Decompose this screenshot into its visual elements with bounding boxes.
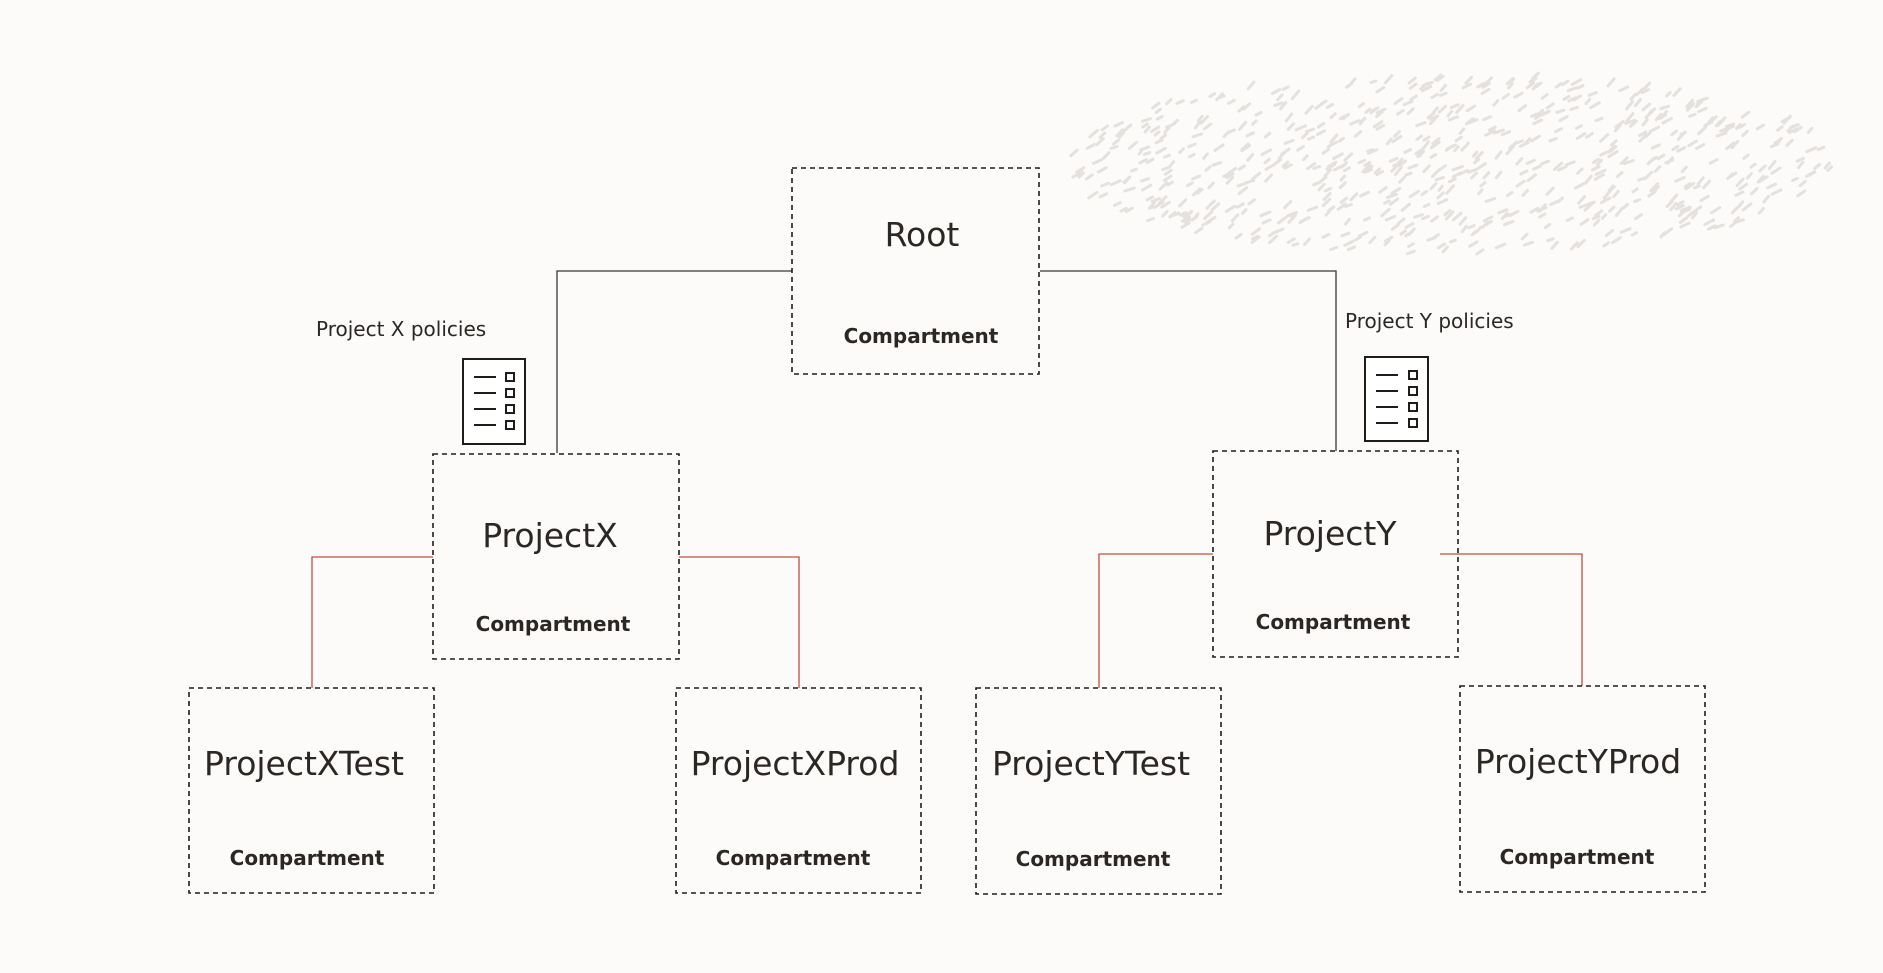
projectx-policies-label: Project X policies <box>316 317 486 341</box>
connector-projecty-prod <box>1440 553 1583 686</box>
connector-root-projectx <box>556 270 792 453</box>
projectx-compartment[interactable]: ProjectX Compartment <box>432 453 680 660</box>
connector-projectx-test <box>311 556 433 688</box>
policy-document-icon <box>462 358 526 445</box>
root-compartment[interactable]: Root Compartment <box>791 167 1040 375</box>
projectx-title: ProjectX <box>482 516 618 555</box>
projectytest-compartment[interactable]: ProjectYTest Compartment <box>975 687 1222 895</box>
connector-projectx-prod <box>679 556 800 688</box>
projectyprod-compartment[interactable]: ProjectYProd Compartment <box>1459 685 1706 893</box>
projecty-policies[interactable]: Project Y policies <box>1345 309 1514 442</box>
projecty-compartment[interactable]: ProjectY Compartment <box>1212 450 1459 658</box>
projectyprod-title: ProjectYProd <box>1475 742 1681 781</box>
root-title: Root <box>885 215 960 254</box>
projectxtest-title: ProjectXTest <box>204 744 404 783</box>
projecty-policies-label: Project Y policies <box>1345 309 1514 333</box>
projectytest-subtitle: Compartment <box>1016 847 1171 871</box>
projecty-subtitle: Compartment <box>1256 610 1411 634</box>
projectxtest-compartment[interactable]: ProjectXTest Compartment <box>188 687 435 894</box>
projectx-policies[interactable]: Project X policies <box>316 317 526 445</box>
projectxprod-compartment[interactable]: ProjectXProd Compartment <box>675 687 922 894</box>
projectxprod-subtitle: Compartment <box>716 846 871 870</box>
projectxprod-title: ProjectXProd <box>691 744 900 783</box>
projectxtest-subtitle: Compartment <box>230 846 385 870</box>
connector-projecty-test <box>1098 553 1213 688</box>
projectytest-title: ProjectYTest <box>992 744 1190 783</box>
projecty-title: ProjectY <box>1263 514 1397 553</box>
policy-document-icon <box>1364 356 1429 442</box>
connector-root-projecty <box>1040 270 1337 451</box>
decorative-texture <box>1069 71 1833 256</box>
root-subtitle: Compartment <box>844 324 999 348</box>
projectx-subtitle: Compartment <box>476 612 631 636</box>
projectyprod-subtitle: Compartment <box>1500 845 1655 869</box>
